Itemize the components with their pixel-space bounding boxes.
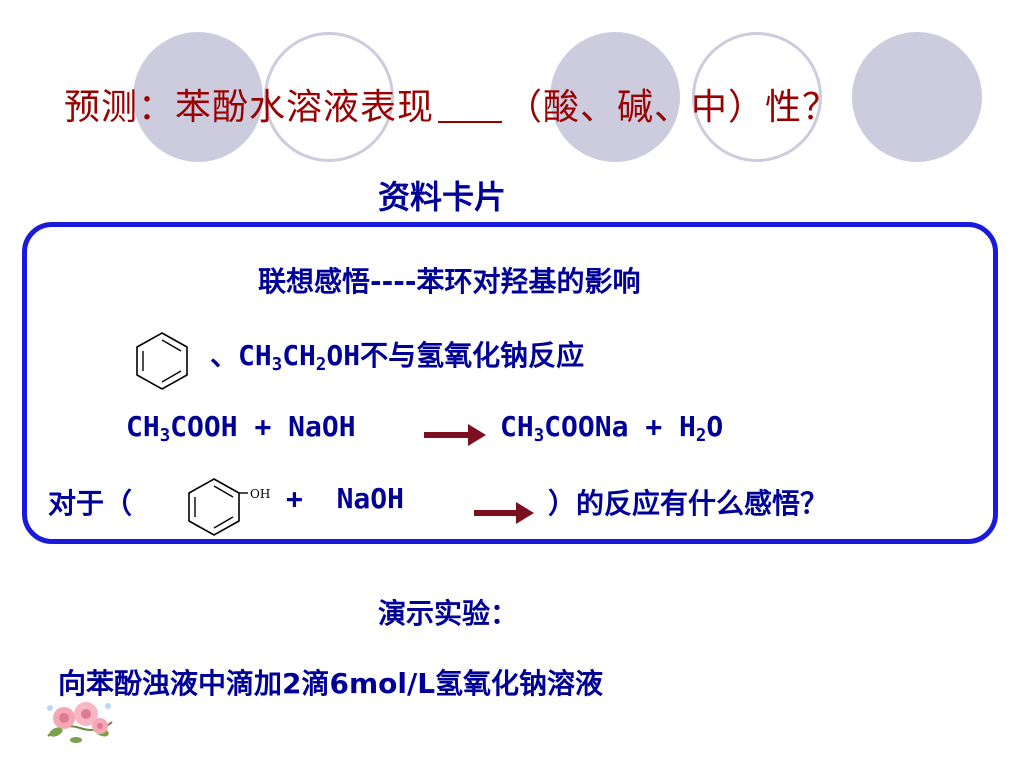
question-mid: + NaOH: [286, 482, 405, 515]
line1-prefix: 、: [210, 339, 239, 372]
reaction-arrow-1: [424, 424, 486, 446]
decor-circle-2: [264, 32, 394, 162]
title-part1: 预测：苯酚水溶液表现: [64, 87, 435, 128]
question-suffix: ）的反应有什么感悟？: [548, 487, 829, 520]
benzene-ring-icon: [136, 332, 188, 390]
phenol-structure-icon: [188, 478, 248, 536]
ethanol-ch-a: CH: [238, 339, 272, 372]
decor-circle-1: [133, 32, 263, 162]
ethanol-sub-3: 3: [271, 355, 283, 376]
ethanol-sub-2: 2: [315, 355, 327, 376]
ethanol-oh: OH: [326, 339, 361, 372]
ethanol-ch-b: CH: [282, 339, 316, 372]
eq-right-ch: CH: [500, 410, 534, 443]
demo-instruction: 向苯酚浊液中滴加2滴6mol/L氢氧化钠溶液: [58, 667, 604, 700]
eq-left-rest: COOH + NaOH: [170, 410, 356, 443]
eq-left-ch: CH: [126, 410, 160, 443]
decor-circle-3: [550, 32, 680, 162]
card-line1: 、CH3CH2OH不与氢氧化钠反应: [210, 334, 584, 375]
decor-circle-5: [852, 32, 982, 162]
eq-right-o: O: [706, 410, 724, 443]
info-card: [22, 222, 998, 544]
line1-suffix: 不与氢氧化钠反应: [360, 339, 585, 372]
equation-right: CH3COONa + H2O: [500, 410, 723, 446]
eq-right-rest: COONa + H: [544, 410, 696, 443]
title-part2: （酸、碱、中）性？: [506, 87, 840, 128]
ethanol-formula: CH3CH2OH: [238, 339, 361, 376]
slide-subtitle: 资料卡片: [378, 178, 507, 216]
slide-title: 预测：苯酚水溶液表现 （酸、碱、中）性？: [64, 78, 839, 130]
demo-heading: 演示实验：: [378, 597, 519, 630]
eq-left-sub: 3: [159, 426, 171, 447]
flower-decoration-icon: [47, 702, 113, 743]
phenol-oh-label: OH: [250, 487, 271, 501]
reaction-arrow-2: [474, 502, 534, 524]
decor-circle-4: [692, 32, 822, 162]
card-heading: 联想感悟----苯环对羟基的影响: [258, 265, 641, 298]
title-blank: [438, 91, 503, 123]
eq-right-sub: 3: [533, 426, 545, 447]
question-prefix: 对于（: [48, 487, 133, 520]
eq-right-sub-2: 2: [695, 426, 707, 447]
equation-left: CH3COOH + NaOH: [126, 410, 356, 446]
